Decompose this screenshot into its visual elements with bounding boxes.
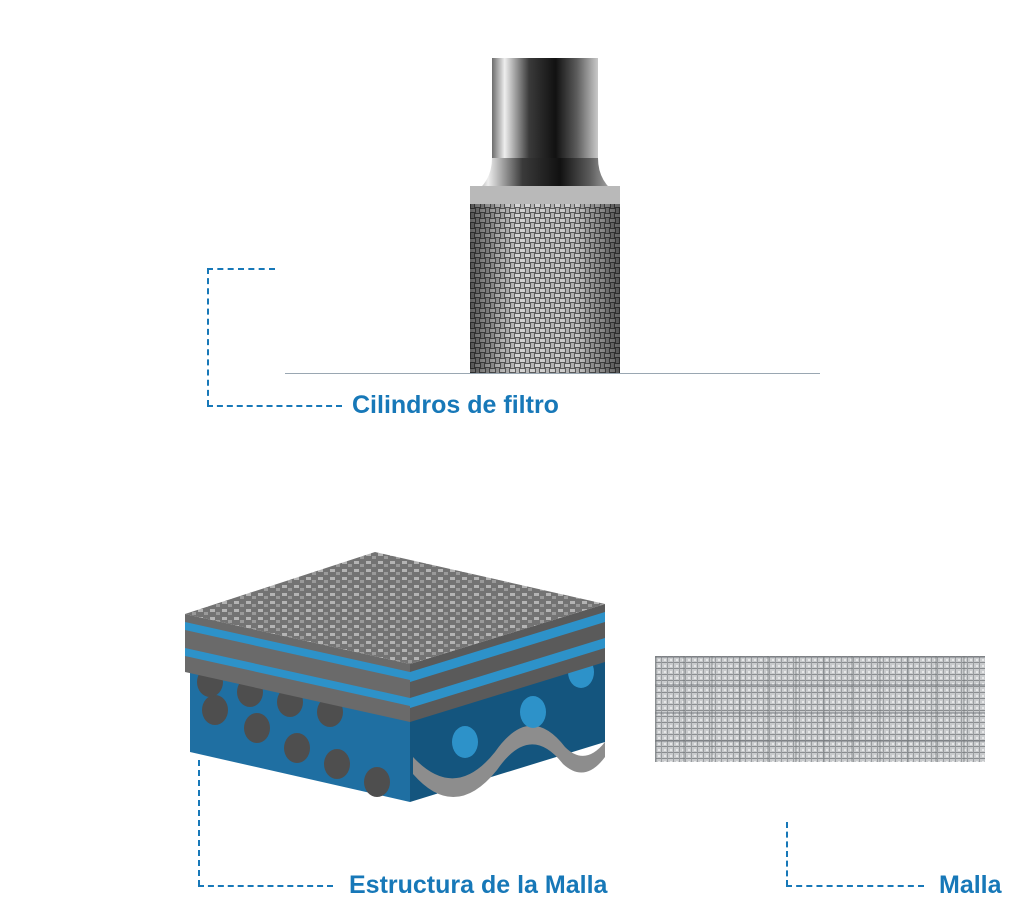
structure-label: Estructura de la Malla bbox=[349, 871, 608, 899]
mesh-label: Malla bbox=[939, 871, 1002, 899]
connector-line bbox=[786, 822, 788, 886]
connector-line bbox=[198, 760, 200, 886]
mesh-swatch-icon bbox=[655, 656, 985, 762]
connector-line bbox=[207, 405, 342, 407]
cylinder-label: Cilindros de filtro bbox=[352, 391, 559, 419]
filter-cylinder-icon bbox=[470, 58, 620, 374]
connector-line bbox=[207, 268, 275, 270]
connector-line bbox=[207, 268, 209, 406]
connector-line bbox=[786, 885, 924, 887]
mesh-structure-icon bbox=[185, 552, 605, 802]
connector-line bbox=[198, 885, 333, 887]
base-line bbox=[285, 373, 820, 374]
